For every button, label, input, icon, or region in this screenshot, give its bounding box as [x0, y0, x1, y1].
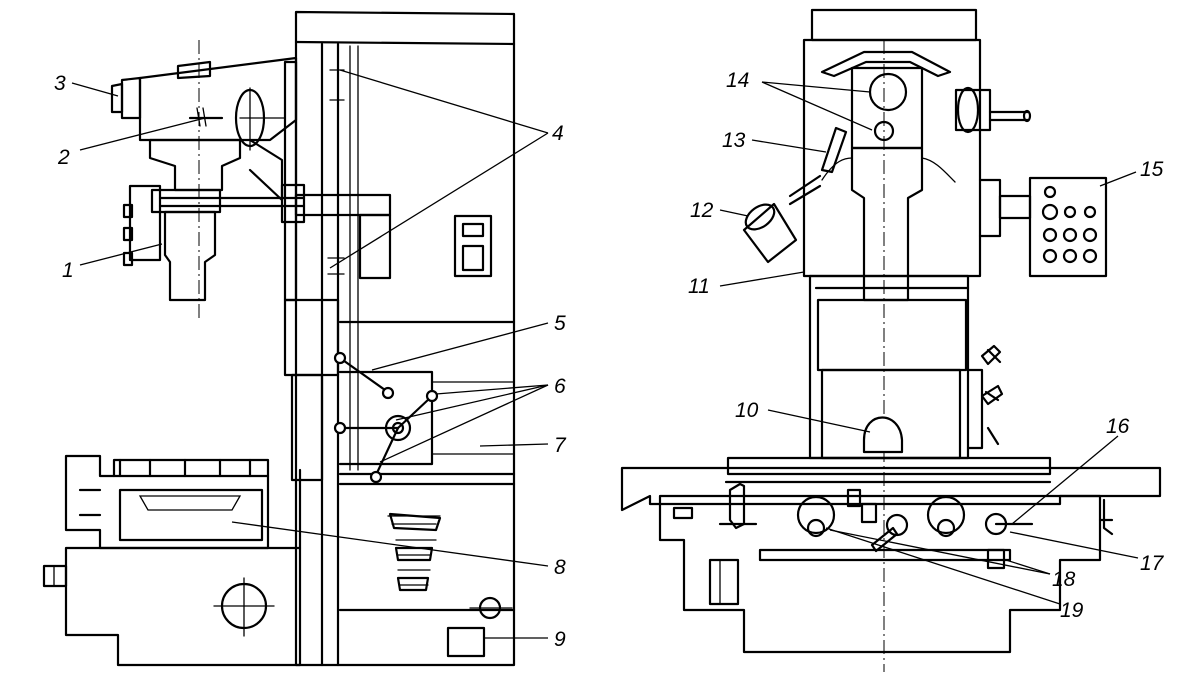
- spindle: [163, 210, 217, 302]
- front-spindle: [850, 146, 924, 302]
- callout-14: 14: [726, 69, 749, 92]
- callout-8: 8: [554, 556, 566, 579]
- callout-16: 16: [1106, 415, 1130, 438]
- indicator-14b: [873, 120, 895, 142]
- head-11: [802, 38, 982, 278]
- table-vise: [64, 454, 270, 550]
- callout-3: 3: [54, 72, 66, 95]
- block-18: [986, 548, 1006, 570]
- callout-4: 4: [552, 122, 564, 145]
- callout-5: 5: [554, 312, 566, 335]
- callout-17: 17: [1140, 552, 1165, 575]
- control-pendant-15: [1028, 176, 1108, 278]
- vent-grille: [387, 512, 442, 592]
- handle-left: [728, 482, 746, 530]
- spindle-head: [138, 56, 298, 142]
- dial-19: [796, 495, 836, 535]
- outlet-box: [446, 626, 486, 658]
- front-view: [620, 8, 1162, 672]
- callout-11: 11: [688, 275, 710, 298]
- handle-12: [742, 202, 798, 264]
- callout-labels: 1 2 3 4 5 6 7 8 9 10 11 12 13 14 15 16 1…: [54, 69, 1165, 651]
- dial-right: [926, 495, 966, 535]
- lever-5: [338, 356, 387, 392]
- callout-10: 10: [735, 399, 759, 422]
- column-body: [294, 10, 516, 667]
- callout-18: 18: [1052, 568, 1076, 591]
- callout-2: 2: [57, 146, 70, 169]
- pendant-buttons: [1041, 185, 1098, 264]
- callout-6: 6: [554, 375, 566, 398]
- callout-9: 9: [554, 628, 566, 651]
- callout-13: 13: [722, 129, 746, 152]
- cross-slide: [658, 494, 1102, 654]
- handwheel-block: [128, 184, 162, 262]
- callout-19: 19: [1060, 599, 1084, 622]
- lever-13: [820, 126, 848, 174]
- front-table: [620, 466, 1162, 512]
- feed-handwheel: [956, 86, 980, 134]
- side-view: [42, 10, 549, 667]
- column-switch: [453, 214, 493, 278]
- callout-7: 7: [554, 434, 567, 457]
- callout-15: 15: [1140, 158, 1164, 181]
- indicator-14a: [868, 72, 908, 112]
- callout-12: 12: [690, 199, 714, 222]
- tool-holder-10: [862, 416, 904, 454]
- callout-1: 1: [62, 259, 74, 282]
- top-housing: [810, 8, 978, 42]
